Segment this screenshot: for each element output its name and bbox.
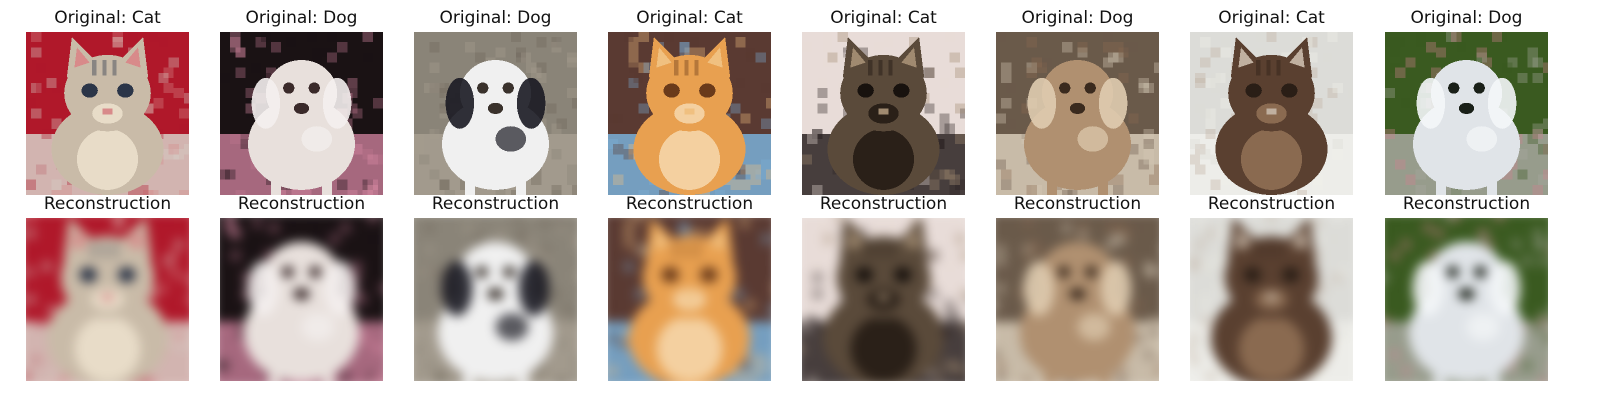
reconstruction-title: Reconstruction <box>819 194 948 214</box>
original-image <box>1385 32 1548 195</box>
original-dog-thumbnail <box>996 32 1159 195</box>
original-title: Original: Cat <box>1218 8 1325 28</box>
original-dog-thumbnail <box>1385 32 1548 195</box>
reconstruction-title: Reconstruction <box>1402 194 1531 214</box>
reconstruction-image <box>1190 218 1353 381</box>
reconstruction-image <box>414 218 577 381</box>
original-image <box>996 32 1159 195</box>
reconstructed-cat-thumbnail <box>608 218 771 381</box>
reconstructed-dog-thumbnail <box>414 218 577 381</box>
original-image <box>220 32 383 195</box>
reconstructed-dog-thumbnail <box>220 218 383 381</box>
original-image <box>802 32 965 195</box>
original-title: Original: Cat <box>636 8 743 28</box>
reconstruction-image <box>26 218 189 381</box>
original-title: Original: Dog <box>1021 8 1134 28</box>
original-title: Original: Dog <box>245 8 358 28</box>
original-title: Original: Dog <box>1410 8 1523 28</box>
original-cat-thumbnail <box>802 32 965 195</box>
reconstructed-dog-thumbnail <box>1385 218 1548 381</box>
original-dog-thumbnail <box>220 32 383 195</box>
reconstruction-title: Reconstruction <box>431 194 560 214</box>
reconstruction-image <box>996 218 1159 381</box>
original-image <box>26 32 189 195</box>
original-title: Original: Dog <box>439 8 552 28</box>
original-title: Original: Cat <box>54 8 161 28</box>
reconstruction-image <box>608 218 771 381</box>
original-cat-thumbnail <box>26 32 189 195</box>
original-image <box>608 32 771 195</box>
reconstruction-title: Reconstruction <box>43 194 172 214</box>
reconstructed-dog-thumbnail <box>996 218 1159 381</box>
original-title: Original: Cat <box>830 8 937 28</box>
original-image <box>1190 32 1353 195</box>
reconstruction-title: Reconstruction <box>237 194 366 214</box>
reconstruction-title: Reconstruction <box>1013 194 1142 214</box>
reconstruction-image <box>220 218 383 381</box>
reconstructed-cat-thumbnail <box>802 218 965 381</box>
reconstruction-title: Reconstruction <box>625 194 754 214</box>
original-cat-thumbnail <box>608 32 771 195</box>
reconstruction-image <box>802 218 965 381</box>
reconstruction-image <box>1385 218 1548 381</box>
reconstruction-title: Reconstruction <box>1207 194 1336 214</box>
original-image <box>414 32 577 195</box>
original-cat-thumbnail <box>1190 32 1353 195</box>
reconstructed-cat-thumbnail <box>1190 218 1353 381</box>
reconstructed-cat-thumbnail <box>26 218 189 381</box>
original-dog-thumbnail <box>414 32 577 195</box>
